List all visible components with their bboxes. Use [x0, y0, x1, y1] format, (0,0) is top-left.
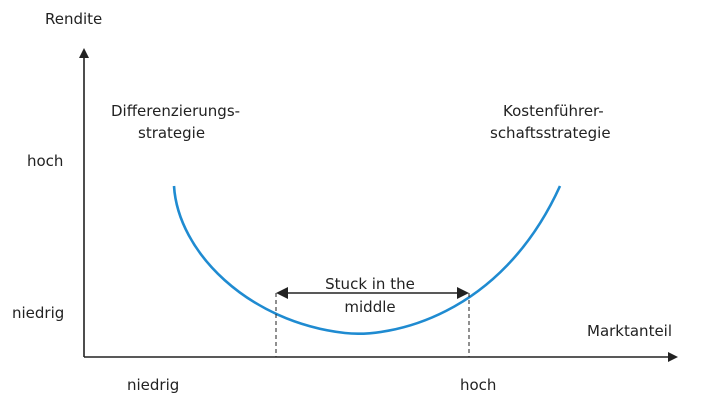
differentiation-strategy-label-line2: strategie: [138, 124, 205, 142]
differentiation-strategy-label-line1: Differenzierungs-: [111, 102, 240, 120]
y-tick-low: niedrig: [12, 304, 64, 322]
x-tick-high: hoch: [460, 376, 496, 394]
stuck-in-middle-arrowhead-right: [457, 287, 469, 299]
cost-leadership-strategy-label-line2: schaftsstrategie: [490, 124, 611, 142]
cost-leadership-strategy-label-line1: Kostenführer-: [503, 102, 604, 120]
x-tick-low: niedrig: [127, 376, 179, 394]
stuck-in-middle-arrowhead-left: [276, 287, 288, 299]
stuck-in-middle-label-line2: middle: [344, 298, 395, 316]
y-tick-high: hoch: [27, 152, 63, 170]
x-axis-label: Marktanteil: [587, 322, 672, 340]
u-curve: [172, 185, 562, 335]
stuck-in-middle-label-line1: Stuck in the: [325, 275, 415, 293]
y-axis-label: Rendite: [45, 10, 102, 28]
